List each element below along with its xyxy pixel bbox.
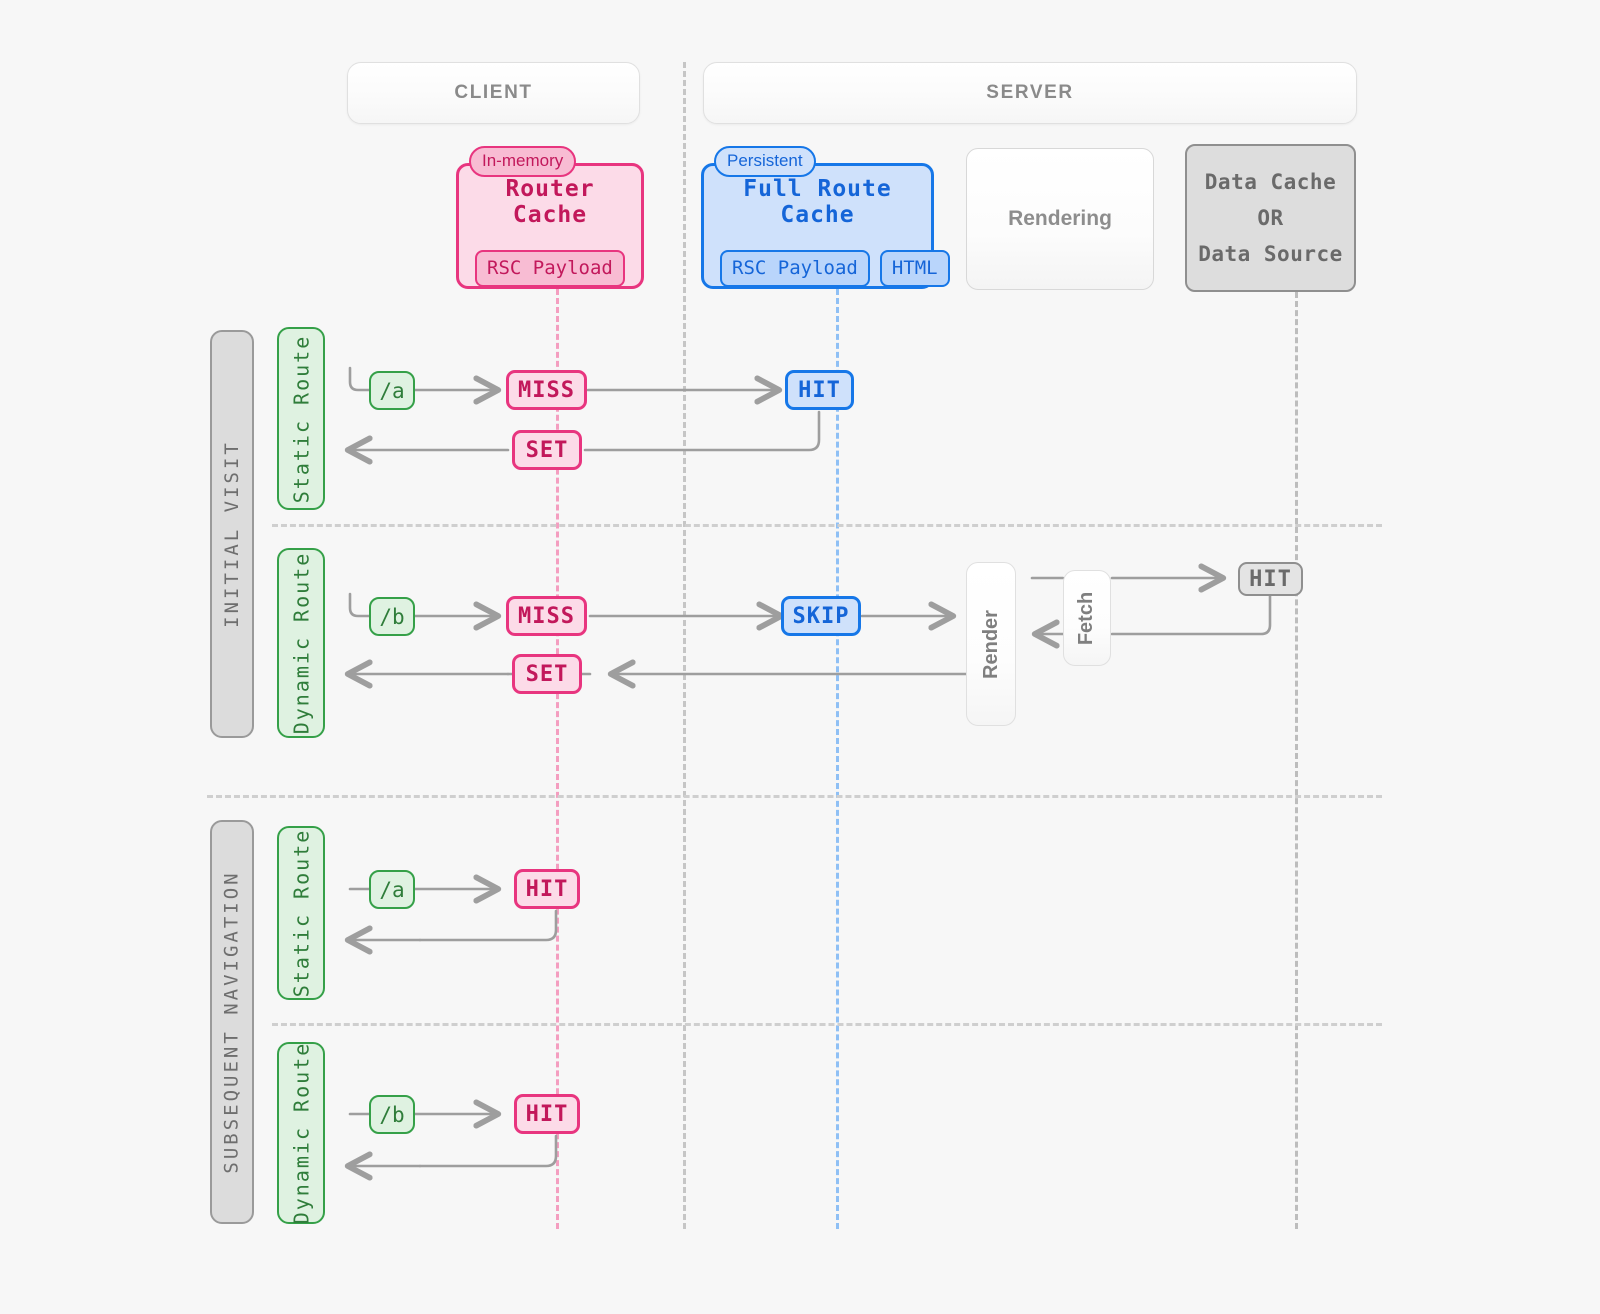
- server-header: SERVER: [703, 62, 1357, 124]
- request-pill-a[interactable]: /a: [369, 870, 415, 909]
- data-cache-lifeline: [1295, 292, 1298, 1229]
- full-route-cache-card: Full Route Cache RSC Payload HTML: [701, 163, 950, 289]
- status-pill-router-miss: MISS: [506, 370, 587, 410]
- data-cache-line-2: OR: [1257, 206, 1284, 230]
- request-pill-b[interactable]: /b: [369, 1095, 415, 1134]
- rendering-card: Rendering: [966, 148, 1154, 290]
- router-cache-chips: RSC Payload: [475, 249, 625, 287]
- row-divider-1: [272, 524, 1382, 527]
- full-route-cache-title: Full Route Cache: [743, 175, 892, 228]
- data-cache-line-1: Data Cache: [1204, 170, 1337, 194]
- client-header: CLIENT: [347, 62, 640, 124]
- full-route-cache-tag: Persistent: [714, 146, 816, 177]
- status-pill-router-set: SET: [512, 654, 582, 694]
- request-pill-a[interactable]: /a: [369, 371, 415, 410]
- fetch-box: Fetch: [1063, 570, 1111, 666]
- client-server-divider: [683, 62, 686, 1229]
- status-pill-full-route-hit: HIT: [785, 370, 854, 410]
- router-cache-card: Router Cache RSC Payload: [456, 163, 644, 289]
- section-rail-subsequent-navigation: SUBSEQUENT NAVIGATION: [210, 820, 254, 1224]
- render-box: Render: [966, 562, 1016, 726]
- section-rail-label: SUBSEQUENT NAVIGATION: [221, 870, 243, 1174]
- data-cache-card: Data Cache OR Data Source: [1185, 144, 1356, 292]
- route-tag-label: Static Route: [289, 828, 313, 998]
- request-pill-b[interactable]: /b: [369, 597, 415, 636]
- section-divider: [207, 795, 1382, 798]
- status-pill-router-hit: HIT: [514, 1094, 580, 1134]
- client-header-label: CLIENT: [454, 82, 533, 103]
- route-tag-dynamic-route: Dynamic Route: [277, 1042, 325, 1224]
- route-tag-label: Dynamic Route: [289, 1041, 314, 1225]
- route-tag-static-route: Static Route: [277, 327, 325, 510]
- section-rail-label: INITIAL VISIT: [221, 440, 243, 628]
- route-tag-label: Static Route: [289, 334, 313, 503]
- data-cache-line-3: Data Source: [1198, 242, 1343, 266]
- chip-html: HTML: [879, 249, 950, 287]
- router-cache-tag: In-memory: [469, 146, 577, 177]
- rendering-label: Rendering: [1008, 207, 1112, 230]
- fetch-label: Fetch: [1075, 591, 1098, 645]
- route-tag-dynamic-route: Dynamic Route: [277, 548, 325, 738]
- status-pill-router-miss: MISS: [506, 596, 587, 636]
- chip-rsc-payload: RSC Payload: [475, 249, 625, 287]
- status-pill-full-route-skip: SKIP: [781, 596, 861, 636]
- chip-rsc-payload: RSC Payload: [720, 249, 870, 287]
- router-cache-title: Router Cache: [505, 175, 595, 228]
- server-header-label: SERVER: [986, 82, 1074, 103]
- section-rail-initial-visit: INITIAL VISIT: [210, 330, 254, 738]
- render-label: Render: [979, 609, 1002, 679]
- status-pill-router-set: SET: [512, 430, 582, 470]
- route-tag-label: Dynamic Route: [289, 551, 314, 735]
- row-divider-2: [272, 1023, 1382, 1026]
- status-pill-data-hit: HIT: [1238, 562, 1303, 596]
- full-route-cache-lifeline: [836, 289, 839, 1229]
- route-tag-static-route: Static Route: [277, 826, 325, 1000]
- status-pill-router-hit: HIT: [514, 869, 580, 909]
- full-route-cache-chips: RSC Payload HTML: [720, 249, 950, 287]
- router-cache-lifeline: [556, 289, 559, 1229]
